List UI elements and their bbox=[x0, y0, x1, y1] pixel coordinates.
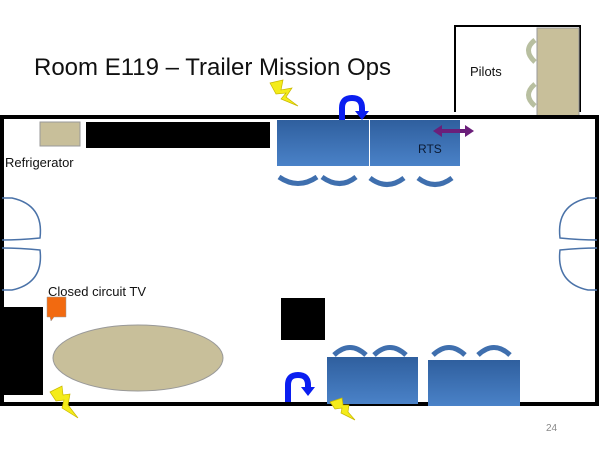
desk bbox=[370, 120, 460, 166]
chair bbox=[526, 82, 537, 108]
power-outlet-icon bbox=[269, 79, 299, 107]
rts-label: RTS bbox=[418, 142, 442, 156]
conference-table bbox=[52, 324, 224, 392]
doors bbox=[1, 197, 598, 291]
slide-title: Room E119 – Trailer Mission Ops bbox=[34, 54, 392, 81]
cctv-label: Closed circuit TV bbox=[48, 284, 147, 299]
pilots-label: Pilots bbox=[470, 64, 502, 79]
desk bbox=[277, 120, 369, 166]
room-walls bbox=[0, 115, 599, 406]
refrigerator-label: Refrigerator bbox=[5, 155, 74, 170]
uturn-arrow-icon bbox=[285, 371, 315, 402]
power-outlet-icon bbox=[329, 397, 356, 421]
pilots-table bbox=[536, 27, 580, 117]
chair bbox=[526, 38, 537, 64]
power-outlet-icon bbox=[49, 385, 79, 419]
uturn-arrow-icon bbox=[339, 94, 369, 120]
desk bbox=[428, 360, 520, 406]
cctv-marker bbox=[46, 296, 67, 322]
chairs-bottom bbox=[332, 345, 512, 357]
page-number: 24 bbox=[546, 423, 558, 434]
desk bbox=[327, 357, 418, 404]
chairs-top bbox=[277, 174, 454, 187]
cabinet bbox=[2, 307, 43, 395]
equipment-box bbox=[281, 298, 325, 340]
counter bbox=[86, 122, 270, 148]
refrigerator bbox=[39, 121, 81, 147]
double-arrow-icon bbox=[433, 125, 474, 137]
